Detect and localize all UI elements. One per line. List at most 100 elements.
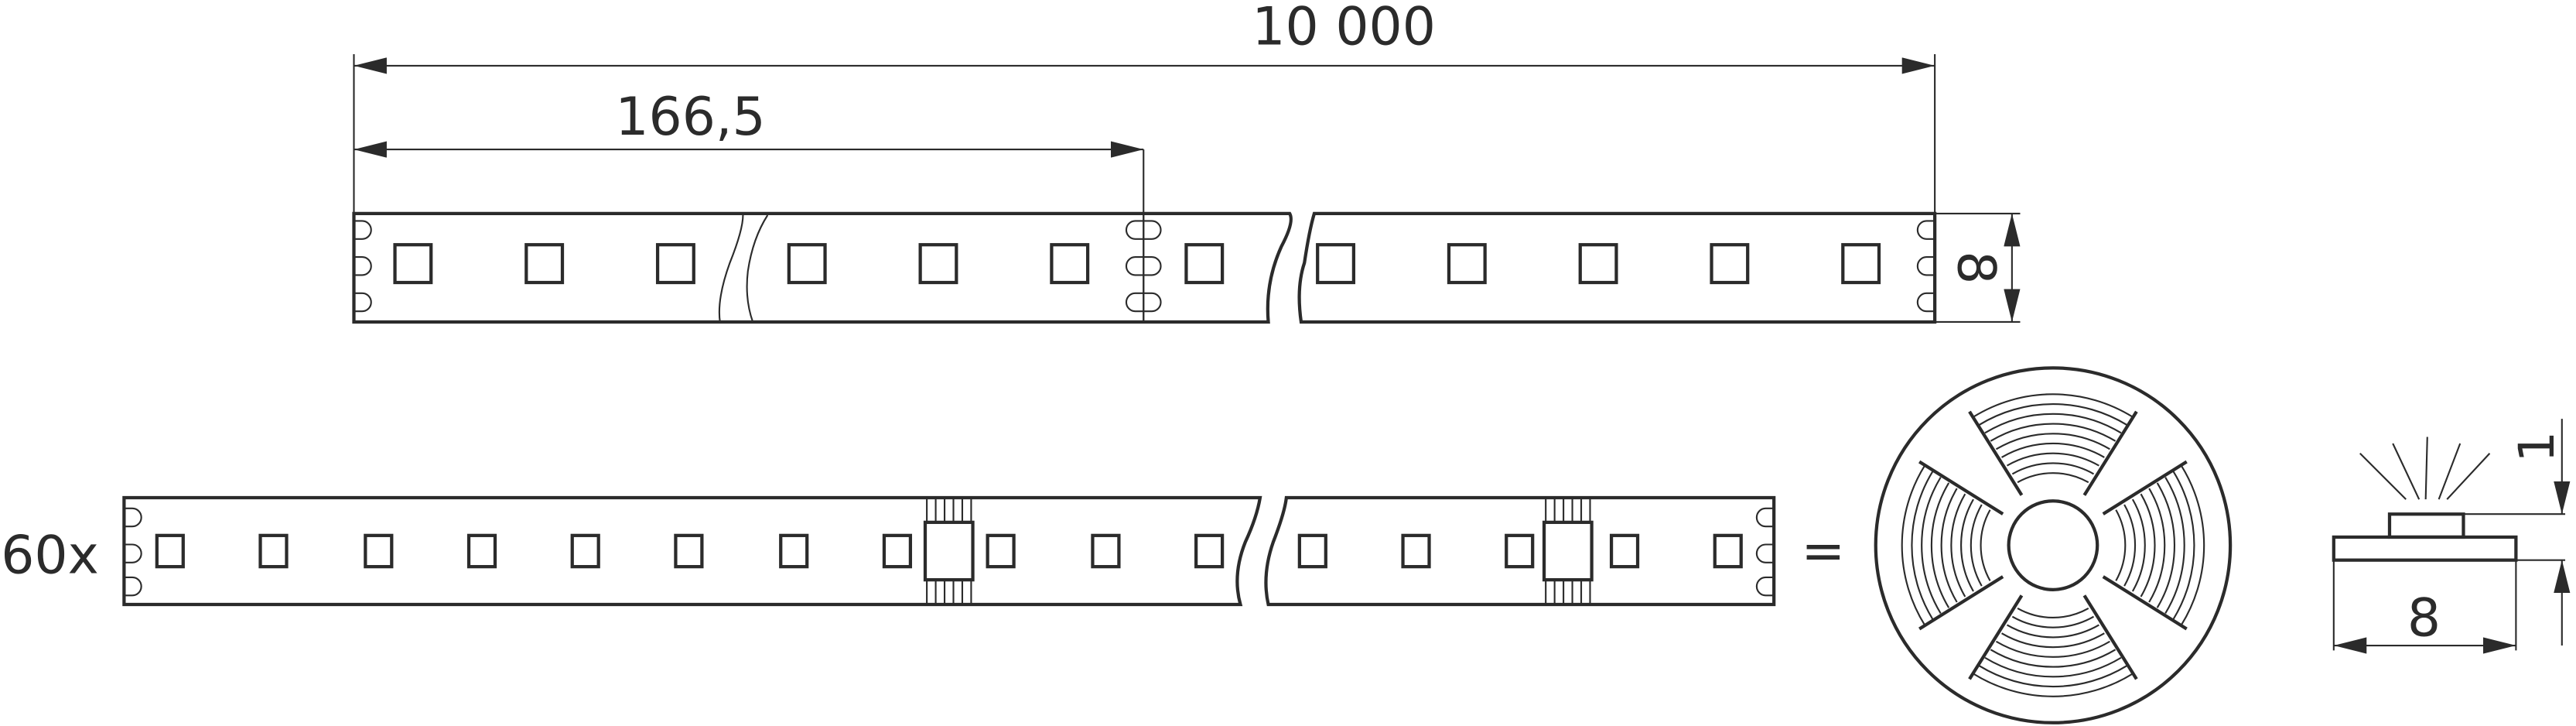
reel-winding	[1995, 640, 2110, 658]
reel-winding	[2017, 607, 2089, 618]
reel-winding	[1901, 465, 1925, 626]
reel-winding	[2156, 482, 2175, 608]
reel-winding	[2164, 477, 2185, 615]
led-chip	[1184, 243, 1225, 285]
reel-winding	[2011, 462, 2095, 475]
reel-winding	[1970, 504, 1983, 587]
ic-chip	[1542, 520, 1594, 582]
led-chip	[155, 533, 185, 569]
solder-pad	[1143, 220, 1162, 240]
led-chip	[1297, 533, 1327, 569]
led-chip	[1841, 243, 1881, 285]
led-chip	[674, 533, 704, 569]
led-chip	[1609, 533, 1640, 569]
reel-winding	[1979, 403, 2127, 426]
solder-pad	[354, 220, 372, 240]
led-chip	[393, 243, 433, 285]
solder-pad	[354, 256, 372, 276]
reel-winding	[1995, 433, 2110, 450]
segment-length-label: 166,5	[615, 87, 765, 148]
reel-sector-edge	[2102, 460, 2188, 631]
led-profile-view: 8 1	[2332, 419, 2571, 654]
led-chip	[1091, 533, 1121, 569]
solder-pad	[1755, 507, 1775, 528]
equals-sign: =	[1801, 520, 1845, 581]
led-chip	[986, 533, 1016, 569]
quantity-label: 60x	[1, 526, 99, 587]
solder-pad	[1916, 292, 1935, 313]
reel-winding	[1984, 413, 2122, 434]
reel-winding	[1980, 509, 1991, 581]
reel-winding	[2001, 443, 2105, 458]
reel-winding	[2006, 624, 2099, 639]
reel-winding	[2001, 632, 2105, 649]
led-chip	[655, 243, 695, 285]
profile-width-label: 8	[2407, 587, 2441, 649]
led-chip	[918, 243, 958, 285]
led-chip	[1194, 533, 1225, 569]
led-chip	[570, 533, 600, 569]
reel-winding	[1911, 471, 1934, 620]
solder-pad	[1916, 220, 1935, 240]
reel-winding	[2006, 452, 2099, 467]
led-strip-top-view	[352, 211, 1937, 324]
led-strip-rgb-view	[122, 495, 1776, 607]
led-chip	[524, 243, 565, 285]
reel-winding	[1940, 488, 1958, 603]
solder-pad	[1916, 256, 1935, 276]
solder-pad	[1125, 292, 1144, 313]
solder-pad	[1125, 256, 1144, 276]
led-chip	[787, 243, 827, 285]
reel-winding	[2115, 509, 2127, 581]
led-chip	[1710, 243, 1750, 285]
reel-winding	[1990, 649, 2116, 668]
reel-winding	[1973, 393, 2134, 418]
solder-pad	[1143, 292, 1162, 313]
reel-winding	[2011, 615, 2095, 628]
reel-icon	[1874, 366, 2233, 724]
reel-winding	[1984, 656, 2122, 678]
total-length-label: 10 000	[1252, 0, 1436, 57]
reel-winding	[2123, 504, 2137, 587]
solder-pad	[124, 576, 142, 597]
reel-winding	[1950, 493, 1966, 598]
led-chip	[1447, 243, 1487, 285]
reel-winding	[1990, 423, 2116, 442]
reel-winding	[2180, 465, 2205, 626]
solder-pad	[124, 543, 142, 563]
light-rays-icon	[2359, 437, 2491, 500]
solder-pad	[1143, 256, 1162, 276]
solder-pad	[1755, 543, 1775, 563]
led-chip	[364, 533, 394, 569]
led-chip	[1316, 243, 1356, 285]
led-chip	[466, 533, 497, 569]
dimension-strip-width: 8	[1935, 212, 2021, 324]
led-chip	[258, 533, 289, 569]
reel-sector-edge	[1968, 410, 2138, 496]
reel-winding	[1921, 477, 1942, 615]
strip-width-label: 8	[1946, 251, 2007, 284]
led-chip	[1401, 533, 1431, 569]
reel-winding	[2140, 493, 2156, 598]
reel-sector-edge	[1968, 594, 2138, 680]
reel-winding	[1930, 482, 1950, 608]
reel-sector-edge	[1918, 460, 2004, 631]
reel-winding	[2148, 488, 2166, 603]
led-chip	[1713, 533, 1743, 569]
solder-pad	[1755, 576, 1775, 597]
reel-winding	[2172, 471, 2195, 620]
led-chip	[1578, 243, 1618, 285]
profile-height-label: 1	[2509, 431, 2566, 463]
reel-winding	[1960, 498, 1974, 592]
led-chip	[882, 533, 913, 569]
solder-pad	[1125, 220, 1144, 240]
dimension-segment-length: 166,5	[354, 87, 1145, 322]
reel-winding	[1979, 665, 2127, 688]
solder-pad	[124, 507, 142, 528]
led-chip	[779, 533, 809, 569]
reel-winding	[2131, 498, 2146, 592]
dimension-total-length: 10 000	[353, 0, 1936, 214]
led-chip	[1050, 243, 1090, 285]
led-chip	[1505, 533, 1535, 569]
